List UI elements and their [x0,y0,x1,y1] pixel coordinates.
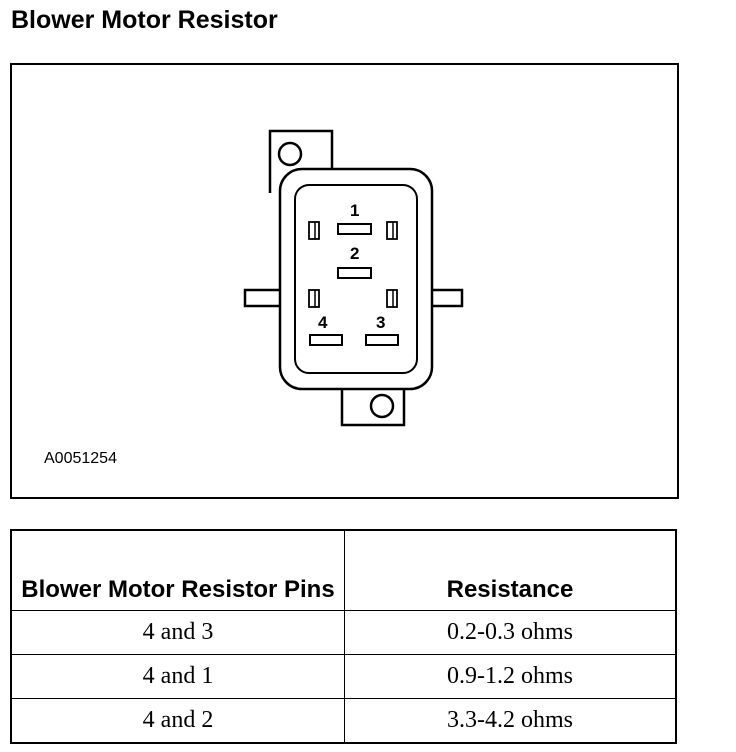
upper-mount-hole [277,141,303,167]
key-notch-upper-left [308,221,320,240]
table-header-row: Blower Motor Resistor Pins Resistance [10,529,677,611]
pin-2-label: 2 [350,244,359,263]
page-title: Blower Motor Resistor [11,6,278,34]
pin-4-label: 4 [318,313,328,332]
connector-diagram: 1 2 4 3 [243,129,464,427]
right-rail [428,288,464,308]
table-row: 4 and 2 3.3-4.2 ohms [10,698,677,744]
header-resistance: Resistance [344,529,677,611]
table-row: 4 and 1 0.9-1.2 ohms [10,654,677,699]
pins-cell: 4 and 3 [10,610,345,655]
key-notch-upper-right [386,221,398,240]
key-notch-lower-right [386,289,398,308]
key-notch-lower-left [308,289,320,308]
table-row: 4 and 3 0.2-0.3 ohms [10,610,677,655]
pin-4-terminal [309,334,343,346]
resistance-cell: 0.2-0.3 ohms [344,610,677,655]
pin-3-terminal [365,334,399,346]
connector-figure: 1 2 4 3 A0051254 [10,63,679,499]
resistance-table: Blower Motor Resistor Pins Resistance 4 … [10,529,677,744]
pin-1-terminal [337,223,372,235]
pin-3-label: 3 [376,313,385,332]
pins-cell: 4 and 1 [10,654,345,699]
left-rail [243,288,283,308]
lower-mount-hole [369,393,395,419]
header-pins: Blower Motor Resistor Pins [10,529,345,611]
pin-1-label: 1 [350,201,359,220]
pins-cell: 4 and 2 [10,698,345,744]
resistance-cell: 0.9-1.2 ohms [344,654,677,699]
pin-2-terminal [337,267,372,279]
resistance-cell: 3.3-4.2 ohms [344,698,677,744]
figure-id: A0051254 [44,450,117,467]
